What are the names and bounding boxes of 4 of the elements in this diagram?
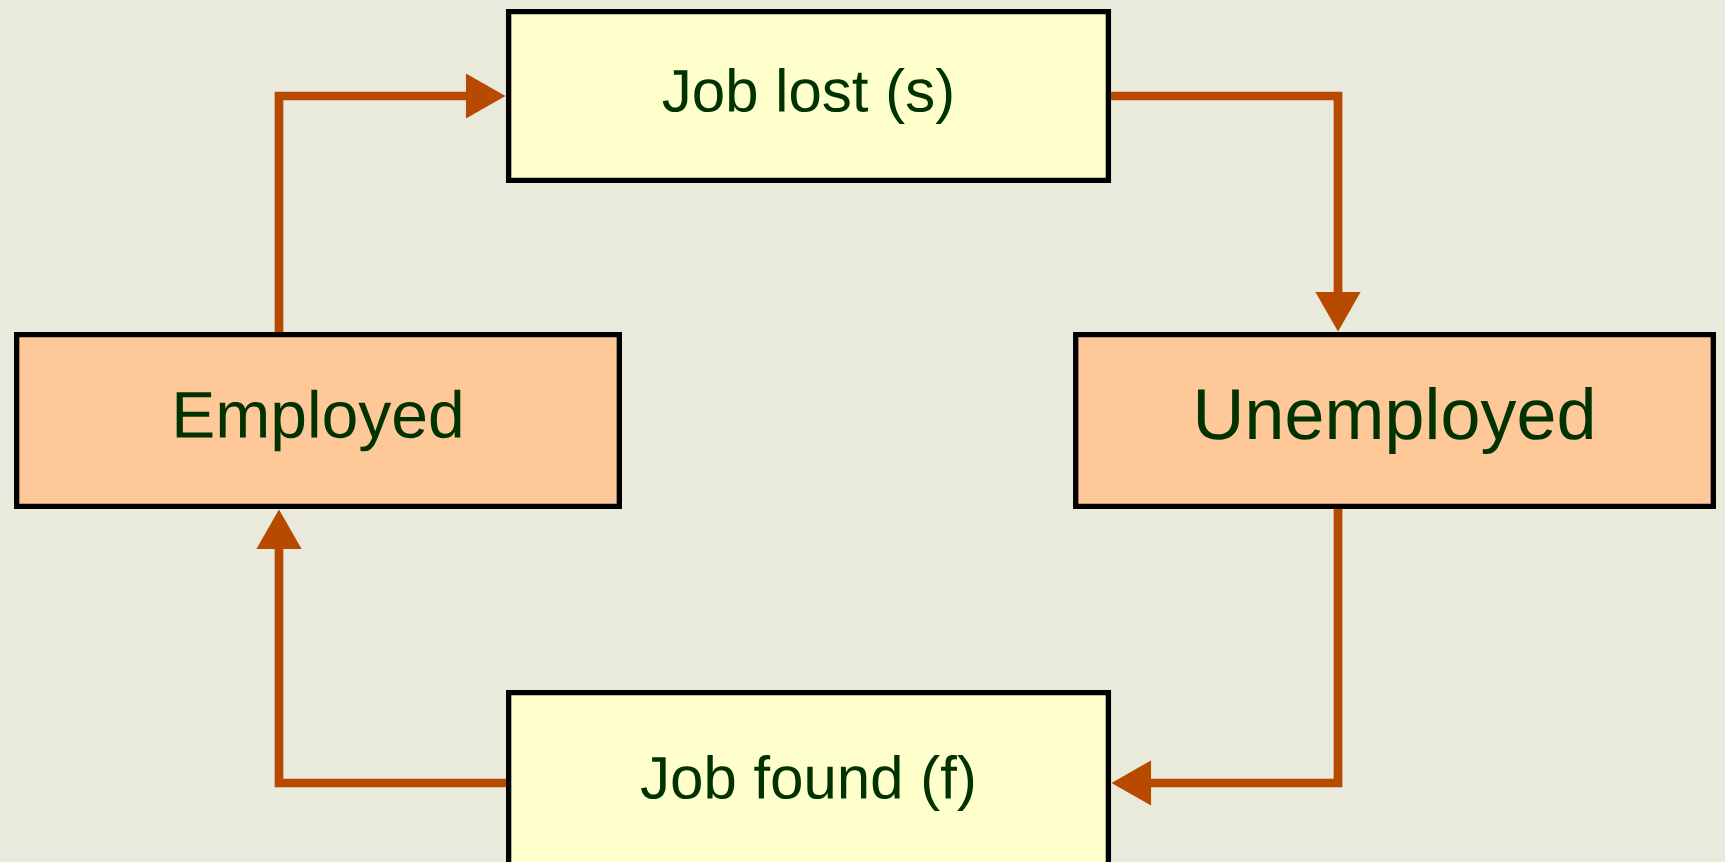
event-box: Job lost (s) bbox=[505, 9, 1112, 183]
state-box: Employed bbox=[14, 331, 622, 510]
state-box: Unemployed bbox=[1073, 331, 1716, 510]
event-box: Job found (f) bbox=[505, 690, 1112, 862]
